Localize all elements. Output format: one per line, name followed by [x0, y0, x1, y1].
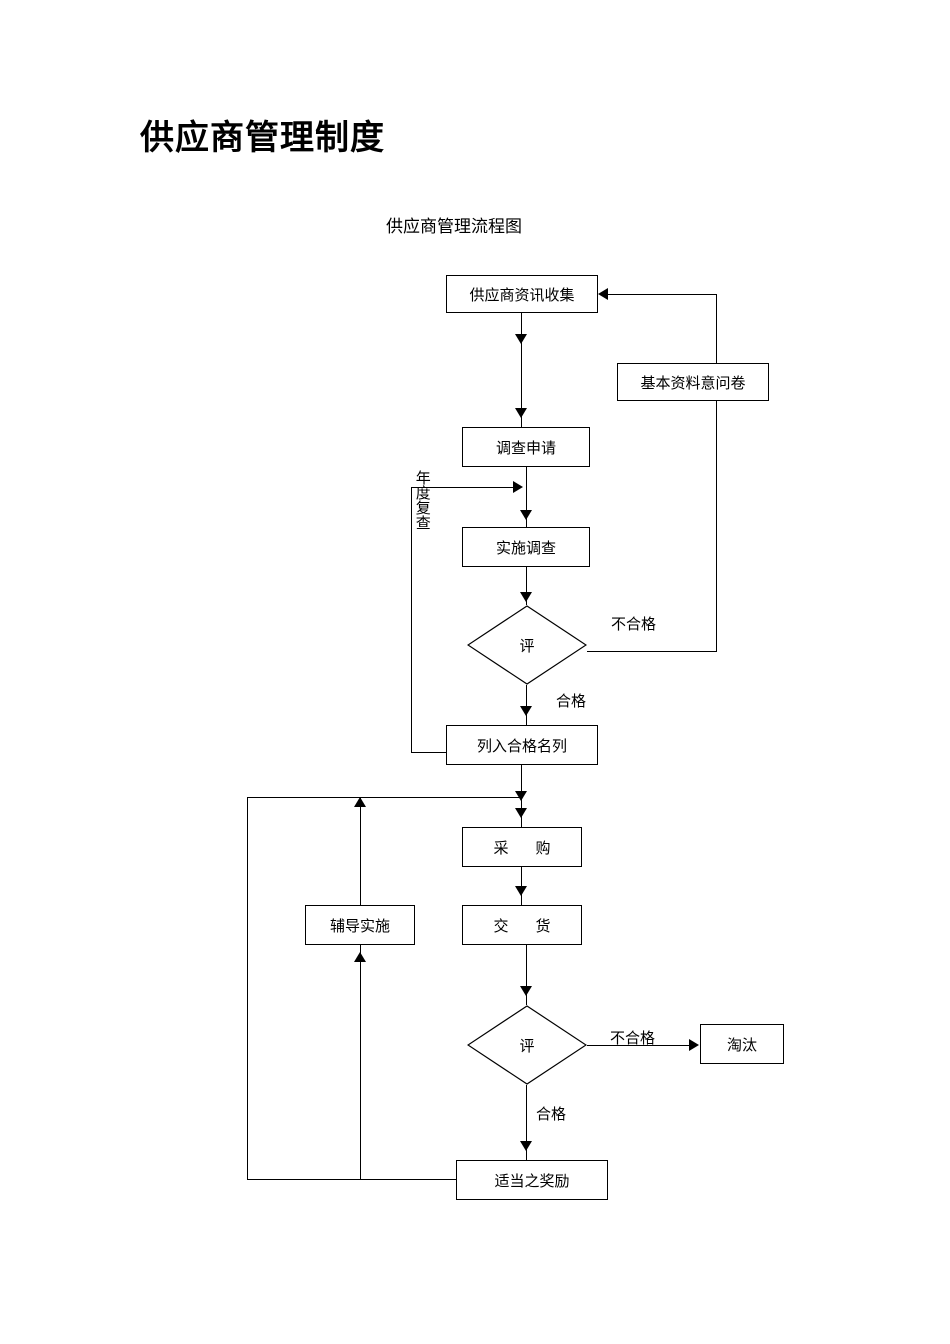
arrow-doinvest-to-eval1: [520, 592, 532, 602]
diamond-shape-2: [467, 1005, 587, 1085]
edge-annual-bottom: [411, 752, 447, 753]
edge-label-fail-1: 不合格: [611, 615, 657, 633]
node-eval-1[interactable]: 评: [467, 605, 587, 685]
edge-coach-to-bus: [360, 797, 361, 905]
node-survey-label: 基本资料意问卷: [640, 373, 746, 392]
edge-apply-to-doinvest: [526, 467, 527, 527]
node-purchase[interactable]: 采 购: [462, 827, 582, 867]
edge-survey-to-collect-vert: [716, 294, 717, 364]
edge-eval1-fail-horiz: [587, 651, 716, 652]
edge-deliver-to-eval2: [526, 945, 527, 1005]
edge-reward-to-loop: [247, 1179, 457, 1180]
node-do-investigation-label: 实施调查: [495, 538, 556, 557]
edge-label-fail-2: 不合格: [610, 1029, 656, 1047]
arrow-lower-into-coach: [354, 952, 366, 962]
node-eval-2-label: 评: [519, 1036, 535, 1055]
arrow-collect-to-apply-mid: [515, 334, 527, 344]
node-deliver[interactable]: 交 货: [462, 905, 582, 945]
node-purchase-label: 采 购: [493, 838, 557, 857]
edge-eval2-to-reward: [526, 1085, 527, 1160]
diamond-shape-1: [467, 605, 587, 685]
flowchart-title: 供应商管理流程图: [386, 217, 522, 237]
edge-label-pass-1: 合格: [556, 692, 587, 710]
edge-loop-bus-left-vert: [247, 797, 248, 1179]
edge-collect-to-apply: [521, 313, 522, 427]
node-coaching-label: 辅导实施: [329, 916, 390, 935]
arrow-collect-to-apply-end: [515, 408, 527, 418]
edge-label-annual-recheck: 年度复查: [413, 470, 432, 530]
node-apply-label: 调查申请: [495, 438, 556, 457]
node-eval-2[interactable]: 评: [467, 1005, 587, 1085]
edge-survey-to-collect-horiz: [608, 294, 717, 295]
edge-label-pass-2: 合格: [536, 1105, 567, 1123]
node-coaching[interactable]: 辅导实施: [305, 905, 415, 945]
arrow-purchase-to-deliver: [515, 886, 527, 896]
arrow-survey-to-collect: [598, 288, 608, 300]
edge-annual-vertical: [411, 487, 412, 753]
node-eliminate[interactable]: 淘汰: [700, 1024, 784, 1064]
node-eval-1-label: 评: [519, 636, 535, 655]
arrow-annual-into-flow: [513, 481, 523, 493]
node-collect-label: 供应商资讯收集: [469, 285, 575, 304]
node-qualified-list-label: 列入合格名列: [476, 736, 567, 755]
node-do-investigation[interactable]: 实施调查: [462, 527, 590, 567]
arrow-eval1-to-qualified: [520, 706, 532, 716]
node-collect[interactable]: 供应商资讯收集: [446, 275, 598, 313]
edge-eval1-fail-vert: [716, 401, 717, 652]
arrow-eval2-to-reward: [520, 1141, 532, 1151]
node-apply[interactable]: 调查申请: [462, 427, 590, 467]
edge-eval2-to-eliminate: [587, 1045, 690, 1046]
arrow-apply-to-doinvest: [520, 510, 532, 520]
arrow-eval2-to-eliminate: [689, 1039, 699, 1051]
arrow-bus-to-purchase: [515, 808, 527, 818]
arrow-qualified-to-bus: [515, 791, 527, 801]
node-qualified-list[interactable]: 列入合格名列: [446, 725, 598, 765]
edge-loop-bus-top: [247, 797, 522, 798]
node-deliver-label: 交 货: [493, 916, 557, 935]
edge-eval1-to-qualified: [526, 685, 527, 725]
node-eliminate-label: 淘汰: [726, 1035, 757, 1054]
page-title: 供应商管理制度: [140, 118, 385, 158]
arrow-coach-to-bus: [354, 797, 366, 807]
edge-doinvest-to-eval1: [526, 567, 527, 605]
arrow-deliver-to-eval2: [520, 986, 532, 996]
node-reward[interactable]: 适当之奖励: [456, 1160, 608, 1200]
node-reward-label: 适当之奖励: [494, 1171, 570, 1190]
node-survey[interactable]: 基本资料意问卷: [617, 363, 769, 401]
edge-lower-to-coach: [360, 945, 361, 1179]
edge-annual-top: [411, 487, 516, 488]
